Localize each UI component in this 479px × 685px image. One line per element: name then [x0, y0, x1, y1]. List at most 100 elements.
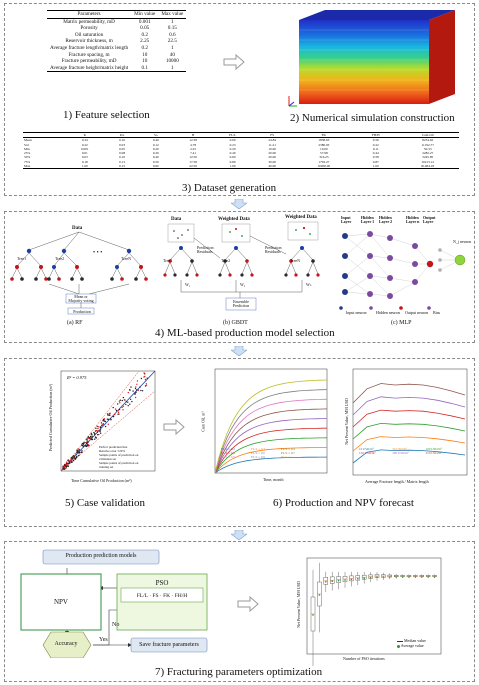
- npv-legend-item: 250 USD/m³: [425, 451, 442, 456]
- right-arrow-icon: [163, 419, 185, 435]
- scatter-point: [144, 378, 147, 381]
- scatter-point: [90, 433, 92, 435]
- validation-legend: Perfect prediction line Relative error ±…: [99, 445, 149, 469]
- scatter-point: [102, 420, 104, 422]
- mlp-hidden1-label: Hidden Layer 1: [361, 215, 375, 224]
- production-line-chart: [214, 368, 328, 474]
- scatter-point: [80, 451, 83, 454]
- scatter-point: [93, 434, 96, 436]
- scatter-point: [114, 408, 117, 410]
- dataset-table-cell: 0.22: [81, 142, 88, 147]
- dataset-table-cell: 1.00: [229, 164, 236, 169]
- production-legend-item: FL/L = 0.7: [281, 451, 295, 456]
- rf-diagram: [10, 231, 148, 315]
- dataset-table-cell: 12.38: [189, 138, 197, 143]
- scatter-point: [96, 425, 98, 428]
- opt-ylabel: Net Present Value, MM USD: [295, 581, 301, 628]
- dataset-table-cell: 30.00: [268, 159, 276, 164]
- scatter-point: [98, 426, 100, 428]
- dataset-table-cell: 0.11: [372, 146, 379, 151]
- scatter-point: [71, 456, 74, 458]
- dataset-table-cell: Max: [24, 164, 31, 169]
- dataset-table-cell: 1838.03: [318, 138, 330, 143]
- scatter-point: [106, 418, 109, 420]
- dataset-table-cell: 1793.27: [318, 159, 330, 164]
- dataset-table-cell: 0.001: [80, 146, 89, 151]
- scatter-point: [69, 461, 71, 463]
- opt-legend-average-label: Average value: [400, 643, 424, 648]
- scatter-point: [145, 383, 147, 385]
- scatter-point: [89, 436, 92, 438]
- dataset-table-cell: 0.10: [119, 138, 126, 143]
- dataset-table-cell: 12.50: [189, 155, 197, 160]
- dataset-table-cell: 20.00: [268, 151, 276, 156]
- dataset-table-cell: 0.60: [229, 155, 236, 160]
- scatter-point: [140, 389, 142, 392]
- dataset-col-header: Cum Oil: [421, 133, 434, 137]
- box-average: [376, 576, 378, 578]
- scatter-point: [85, 445, 87, 447]
- scatter-point: [94, 432, 96, 435]
- feature-table-cell: 40: [169, 51, 175, 58]
- dataset-table-cell: 0.87: [372, 159, 379, 164]
- scatter-point: [146, 377, 148, 379]
- scatter-point: [86, 445, 89, 447]
- gbdt-weighted1-label: Weighted Data: [218, 217, 250, 222]
- scatter-point: [122, 405, 125, 407]
- scatter-point: [99, 431, 101, 433]
- gbdt-ensemble-label: Ensemble Prediction: [232, 299, 250, 308]
- box-average: [408, 576, 410, 578]
- feature-table-cell: Fracture permeability, mD: [61, 58, 117, 65]
- dataset-table-cell: 0.80: [229, 159, 236, 164]
- scatter-point: [93, 431, 95, 434]
- scatter-point: [94, 430, 97, 432]
- production-legend-item: FL/L = 0.2: [221, 447, 235, 451]
- scatter-point: [117, 413, 119, 415]
- dataset-table-cell: 57.98: [320, 151, 328, 156]
- dataset-table-cell: 0.40: [152, 138, 159, 143]
- scatter-point: [114, 413, 116, 416]
- scatter-point: [145, 384, 148, 386]
- flow-no-label: No: [112, 622, 120, 628]
- scatter-point: [62, 468, 64, 470]
- scatter-point: [91, 438, 94, 441]
- production-legend-item: FL/L = 0.3: [251, 447, 265, 451]
- dataset-table-cell: 0.40: [152, 155, 159, 160]
- scatter-point: [91, 437, 93, 439]
- scatter-point: [139, 386, 141, 388]
- dataset-table-cell: 2.25: [190, 146, 197, 151]
- scatter-point: [145, 380, 147, 382]
- dataset-table-cell: 316.25: [319, 155, 329, 160]
- box-average: [395, 576, 397, 578]
- scatter-point: [122, 396, 125, 399]
- scatter-point: [104, 425, 107, 428]
- dataset-table-cell: 11192.77: [421, 142, 434, 147]
- dataset-table-cell: 0.10: [119, 155, 126, 160]
- scatter-point: [76, 451, 78, 454]
- scatter-point: [125, 403, 127, 406]
- dataset-table-cell: 1.00: [372, 164, 379, 169]
- dataset-table-cell: 0.08: [119, 151, 126, 156]
- mlp-hiddenN-label: Hidden Layer n: [406, 215, 420, 224]
- box-average: [389, 576, 391, 578]
- dataset-table-cell: 0.56: [372, 138, 379, 143]
- npv-ylabel: Net Present Value, MM USD: [343, 398, 349, 445]
- dataset-table-cell: 4.78: [190, 142, 197, 147]
- npv-curve: [352, 383, 466, 404]
- npv-curve: [352, 422, 466, 440]
- validation-ylabel: Predicted Cumulative Oil Production (m³): [48, 383, 54, 452]
- scatter-point: [134, 392, 136, 394]
- opt-legend-average: Average value: [397, 643, 426, 648]
- rf-caption: (a) RF: [67, 320, 83, 326]
- caption-optimization: 7) Fracturing parameters optimization: [155, 666, 323, 678]
- scatter-point: [84, 441, 86, 444]
